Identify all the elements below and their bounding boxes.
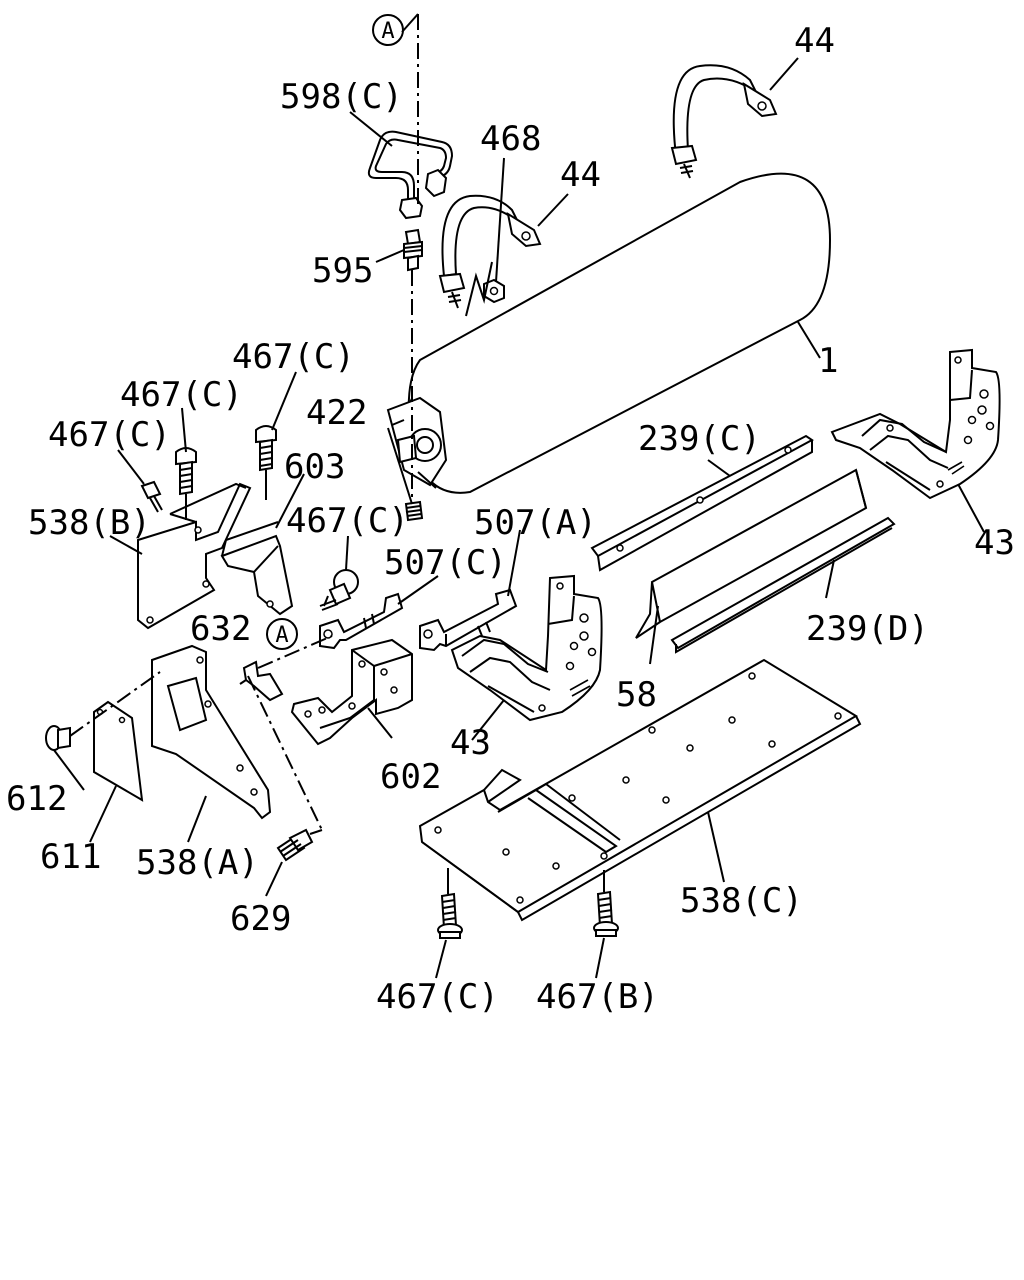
ref-circle-a-mid: A xyxy=(266,618,298,650)
clip-632[interactable] xyxy=(239,660,284,702)
label-467c-c: 467(C) xyxy=(48,415,171,455)
label-239c: 239(C) xyxy=(638,419,761,459)
leader-lines xyxy=(53,57,985,979)
label-467c-e: 467(C) xyxy=(376,977,499,1017)
bolt-467c-5[interactable] xyxy=(437,892,463,939)
plug-422[interactable] xyxy=(404,500,424,522)
bolt-467c-3[interactable] xyxy=(255,425,277,472)
cover-538c[interactable] xyxy=(418,658,862,922)
label-603: 603 xyxy=(284,447,345,487)
label-507a: 507(A) xyxy=(474,503,597,543)
fuel-tank[interactable] xyxy=(402,172,832,494)
ref-a-mid-label: A xyxy=(275,623,288,648)
label-43-middle: 43 xyxy=(450,723,491,763)
label-602: 602 xyxy=(380,757,441,797)
label-538c: 538(C) xyxy=(680,881,803,921)
label-467c-b: 467(C) xyxy=(120,375,243,415)
label-239d: 239(D) xyxy=(806,609,929,649)
label-612: 612 xyxy=(6,779,67,819)
bolt-467c-4[interactable] xyxy=(319,569,359,611)
cover-611[interactable] xyxy=(93,700,144,802)
part-labels: 598(C) 468 44 44 595 1 467(C) 467(C) 467… xyxy=(6,21,1015,1017)
label-507c: 507(C) xyxy=(384,543,507,583)
leader-629-tail xyxy=(309,829,323,835)
tank-valve[interactable] xyxy=(386,396,448,489)
strap-44-top[interactable] xyxy=(670,64,778,179)
label-1: 1 xyxy=(818,341,838,381)
bracket-507a[interactable] xyxy=(419,588,518,652)
label-467b: 467(B) xyxy=(536,977,659,1017)
rail-239d[interactable] xyxy=(670,516,896,654)
centerline-a xyxy=(411,14,419,500)
label-422: 422 xyxy=(306,393,367,433)
plug-629[interactable] xyxy=(276,828,314,862)
ref-circle-a-top: A xyxy=(372,14,404,46)
centerline-a-tick xyxy=(401,13,419,33)
panel-538a[interactable] xyxy=(151,644,272,820)
label-468: 468 xyxy=(480,119,541,159)
label-538a: 538(A) xyxy=(136,843,259,883)
label-44-middle: 44 xyxy=(560,155,601,195)
bolt-467c-1[interactable] xyxy=(140,480,163,513)
label-538b: 538(B) xyxy=(28,503,151,543)
leader-612 xyxy=(69,671,161,737)
label-44-top: 44 xyxy=(794,21,835,61)
pipe-598c[interactable] xyxy=(367,130,454,220)
fitting-595[interactable] xyxy=(403,228,423,272)
bolt-467b[interactable] xyxy=(593,890,619,937)
bracket-43-middle[interactable] xyxy=(450,574,603,722)
bracket-602[interactable] xyxy=(290,638,413,746)
label-595: 595 xyxy=(312,251,373,291)
bracket-603[interactable] xyxy=(220,521,294,616)
bracket-43-right[interactable] xyxy=(830,348,1001,500)
leader-a-632 xyxy=(257,635,333,669)
panel-538b[interactable] xyxy=(137,482,252,630)
ref-a-top-label: A xyxy=(381,19,394,44)
bolt-467c-2[interactable] xyxy=(175,447,197,496)
bracket-507c[interactable] xyxy=(319,592,404,650)
clip-612[interactable] xyxy=(45,725,71,751)
label-598c: 598(C) xyxy=(280,77,403,117)
label-629: 629 xyxy=(230,899,291,939)
rail-239c[interactable] xyxy=(590,434,814,572)
break-line xyxy=(465,261,493,317)
label-632: 632 xyxy=(190,609,251,649)
label-467c-d: 467(C) xyxy=(286,501,409,541)
label-43-right: 43 xyxy=(974,523,1015,563)
label-467c-a: 467(C) xyxy=(232,337,355,377)
strap-44-middle[interactable] xyxy=(438,194,542,309)
label-611: 611 xyxy=(40,837,101,877)
label-58: 58 xyxy=(616,675,657,715)
